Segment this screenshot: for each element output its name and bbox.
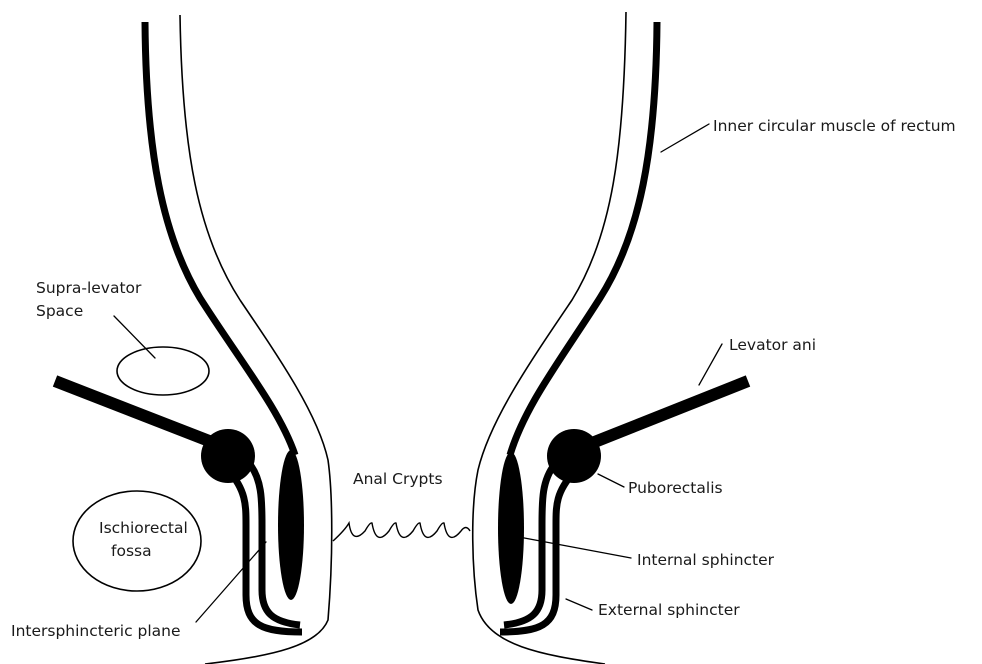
label-intersphincteric-plane: Intersphincteric plane (11, 622, 181, 640)
left-internal-sphincter (278, 450, 304, 600)
ischiorectal-fossa (73, 491, 201, 591)
label-internal-sphincter: Internal sphincter (637, 551, 775, 569)
label-puborectalis: Puborectalis (628, 479, 723, 497)
external-sphincter-leader (566, 599, 592, 610)
left-rectal-wall-outer (180, 15, 332, 664)
intersphincteric-leader (196, 542, 266, 622)
supra-levator-space (117, 347, 209, 395)
label-supra-levator-line2: Space (36, 302, 83, 320)
label-external-sphincter: External sphincter (598, 601, 740, 619)
label-inner-circular-muscle: Inner circular muscle of rectum (713, 117, 956, 135)
right-internal-sphincter (498, 452, 524, 604)
label-ischiorectal-line1: Ischiorectal (99, 519, 188, 537)
label-levator-ani: Levator ani (729, 336, 816, 354)
anal-crypts (333, 523, 470, 541)
right-inner-circular-muscle (510, 22, 657, 455)
right-levator-ani (582, 381, 748, 447)
label-anal-crypts: Anal Crypts (353, 470, 443, 488)
inner-circular-leader (661, 124, 709, 152)
right-rectal-wall-outer (473, 12, 626, 664)
label-supra-levator-line1: Supra-levator (36, 279, 142, 297)
levator-ani-leader (699, 344, 722, 385)
puborectalis-leader (598, 474, 624, 487)
label-ischiorectal-line2: fossa (111, 542, 152, 560)
internal-sphincter-leader (519, 537, 631, 558)
